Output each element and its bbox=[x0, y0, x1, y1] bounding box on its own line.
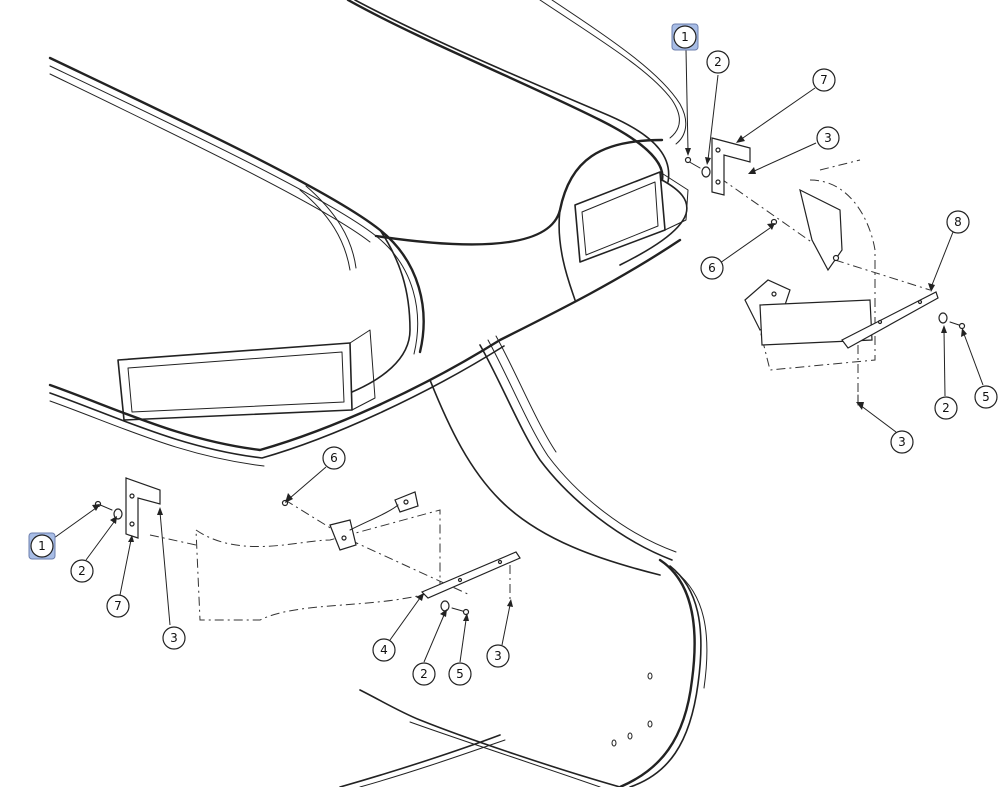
callout-circle bbox=[372, 638, 396, 662]
callout-c6-right: 6 bbox=[700, 256, 724, 280]
callout-c5-bottom: 5 bbox=[448, 662, 472, 686]
callout-circle bbox=[946, 210, 970, 234]
callout-c4: 4 bbox=[372, 638, 396, 662]
right-bracket-assembly bbox=[684, 137, 966, 406]
callout-number: 8 bbox=[954, 215, 962, 229]
lower-fender-body bbox=[339, 335, 708, 787]
callout-number: 5 bbox=[456, 667, 464, 681]
leader-lines bbox=[53, 49, 984, 663]
callout-number: 3 bbox=[824, 131, 832, 145]
callout-c2-right: 2 bbox=[934, 396, 958, 420]
callout-number: 3 bbox=[170, 631, 178, 645]
callout-c8: 8 bbox=[946, 210, 970, 234]
callout-c2-top: 2 bbox=[706, 50, 730, 74]
callout-circle bbox=[890, 430, 914, 454]
callout-group: 1 2 7 3 6 8 2 5 3 6 1 2 7 3 4 2 5 3 bbox=[28, 23, 998, 686]
left-bracket-assembly bbox=[94, 477, 521, 616]
callout-c1-left: 1 bbox=[28, 532, 56, 560]
callout-c7-left: 7 bbox=[106, 594, 130, 618]
callout-number: 4 bbox=[380, 643, 388, 657]
callout-number: 6 bbox=[330, 451, 338, 465]
callout-c3-left: 3 bbox=[162, 626, 186, 650]
callout-circle bbox=[706, 50, 730, 74]
callout-number: 2 bbox=[78, 564, 86, 578]
phantom-mount-block-left bbox=[149, 499, 511, 621]
callout-number: 1 bbox=[38, 539, 46, 553]
callout-circle bbox=[162, 626, 186, 650]
callout-circle bbox=[700, 256, 724, 280]
callout-number: 2 bbox=[714, 55, 722, 69]
callout-circle bbox=[322, 446, 346, 470]
callout-circle bbox=[70, 559, 94, 583]
callout-circle bbox=[30, 534, 54, 558]
callout-circle bbox=[816, 126, 840, 150]
callout-c7-top: 7 bbox=[812, 68, 836, 92]
callout-c1-top: 1 bbox=[671, 23, 699, 51]
callout-c2-left: 2 bbox=[70, 559, 94, 583]
callout-c6-mid: 6 bbox=[322, 446, 346, 470]
callout-c3-top: 3 bbox=[816, 126, 840, 150]
upper-hood-shell bbox=[48, 0, 689, 467]
callout-c3-right: 3 bbox=[890, 430, 914, 454]
callout-number: 7 bbox=[820, 73, 828, 87]
callout-number: 2 bbox=[420, 667, 428, 681]
callout-number: 3 bbox=[898, 435, 906, 449]
callout-circle bbox=[448, 662, 472, 686]
callout-number: 6 bbox=[708, 261, 716, 275]
callout-circle bbox=[106, 594, 130, 618]
callout-circle bbox=[412, 662, 436, 686]
callout-c2-bottom: 2 bbox=[412, 662, 436, 686]
callout-number: 2 bbox=[942, 401, 950, 415]
callout-circle bbox=[812, 68, 836, 92]
callout-number: 7 bbox=[114, 599, 122, 613]
callout-number: 5 bbox=[982, 390, 990, 404]
callout-c3-bottom: 3 bbox=[486, 644, 510, 668]
callout-c5-right: 5 bbox=[974, 385, 998, 409]
callout-circle bbox=[486, 644, 510, 668]
callout-circle bbox=[934, 396, 958, 420]
callout-circle bbox=[673, 25, 697, 49]
callout-number: 3 bbox=[494, 649, 502, 663]
callout-circle bbox=[974, 385, 998, 409]
phantom-mount-block-right bbox=[719, 159, 931, 395]
callout-number: 1 bbox=[681, 30, 689, 44]
